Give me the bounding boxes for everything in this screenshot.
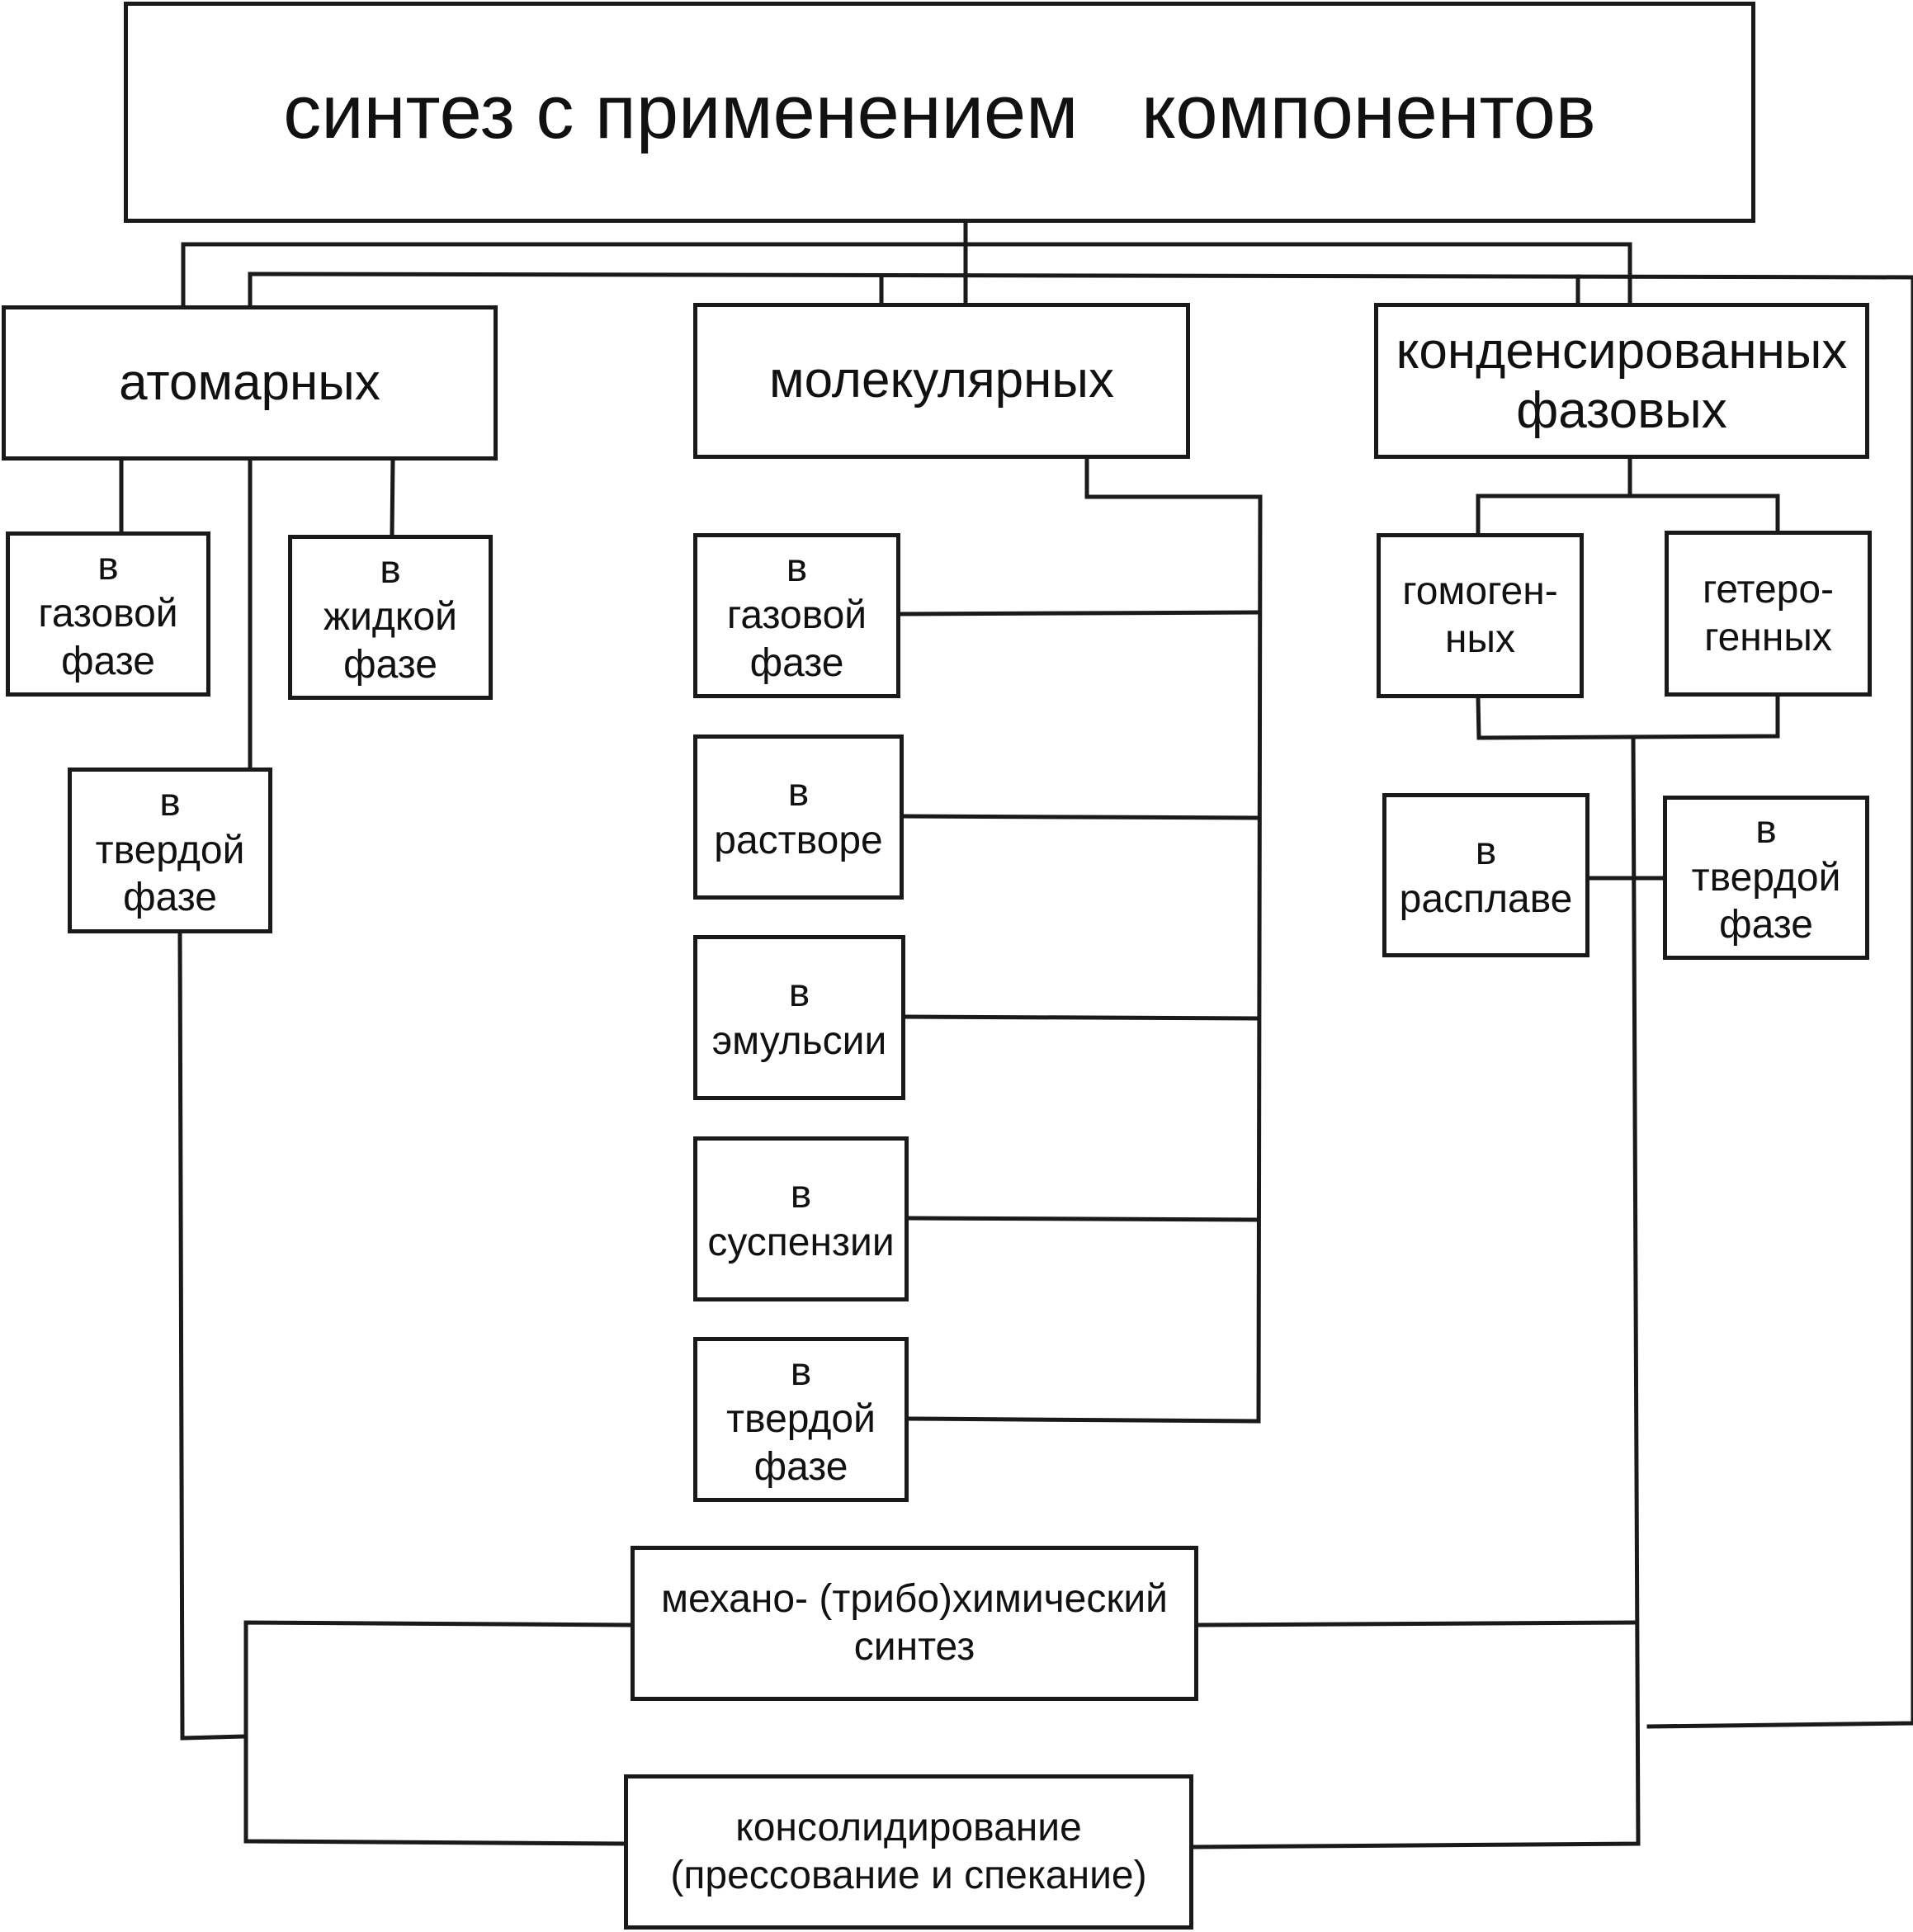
atomic-gas-line2: газовой xyxy=(38,592,178,636)
molecular-solution: в растворе xyxy=(693,735,904,900)
molecular-solid-phase: в твердой фазе xyxy=(693,1337,909,1502)
condensed-heterogeneous: гетеро- генных xyxy=(1665,531,1872,697)
mechano-line2: синтез xyxy=(853,1625,975,1669)
atomic-solid-phase: в твердой фазе xyxy=(68,768,272,933)
connector-mol-gas xyxy=(898,610,1261,616)
molecular-solution-line1: в xyxy=(787,771,810,815)
atomic-liquid-line3: фазе xyxy=(343,642,437,687)
molecular-emulsion-line1: в xyxy=(788,971,810,1016)
molecular-emulsion-line2: эмульсии xyxy=(711,1019,887,1063)
atomic-gas-line3: фазе xyxy=(61,639,155,683)
connector-outer-right xyxy=(1646,275,1913,1729)
connector-mol-emulsion xyxy=(903,1014,1261,1021)
condensed-heterogeneous-line2: генных xyxy=(1704,615,1832,659)
category-condensed-line1: конденсированных xyxy=(1396,323,1848,380)
atomic-gas-phase: в газовой фазе xyxy=(6,531,210,697)
mechano-chemical-synthesis: механо- (трибо)химический синтез xyxy=(631,1546,1198,1701)
atomic-liquid-phase: в жидкой фазе xyxy=(288,535,493,700)
atomic-liquid-line1: в xyxy=(380,547,401,592)
molecular-suspension: в суспензии xyxy=(693,1136,909,1301)
title-text: синтез с применением компонентов xyxy=(283,69,1596,154)
connector-condensed-trunk xyxy=(1192,735,1641,1849)
category-molecular: молекулярных xyxy=(693,303,1190,459)
atomic-solid-line2: твердой xyxy=(95,828,245,872)
category-molecular-label: молекулярных xyxy=(769,352,1114,409)
category-condensed-line2: фазовых xyxy=(1516,381,1727,439)
condensed-solid-line2: твердой xyxy=(1691,855,1841,900)
category-atomic: атомарных xyxy=(2,305,498,461)
molecular-suspension-line2: суспензии xyxy=(707,1221,895,1264)
molecular-solid-line2: твердой xyxy=(726,1397,876,1442)
condensed-solid-phase: в твердой фазе xyxy=(1663,796,1869,960)
molecular-emulsion: в эмульсии xyxy=(693,935,905,1100)
molecular-gas-line3: фазе xyxy=(749,640,844,685)
connector-condensed-mechano xyxy=(1196,1620,1637,1627)
connector-homo-hetero-join xyxy=(1476,695,1780,740)
molecular-gas-phase: в газовой фазе xyxy=(693,533,900,698)
connector-bus-lower xyxy=(248,272,1913,280)
consolidation-line2: (прессование и спекание) xyxy=(670,1854,1147,1897)
molecular-suspension-line1: в xyxy=(790,1173,812,1217)
connector-mol-solid xyxy=(906,1416,1261,1424)
condensed-homogeneous: гомоген- ных xyxy=(1377,533,1584,698)
connector-atomic-solid-down xyxy=(177,930,248,1741)
molecular-solid-line1: в xyxy=(790,1349,812,1394)
consolidation: консолидирование (прессование и спекание… xyxy=(624,1774,1193,1930)
connector-atomic-liquid xyxy=(390,457,395,537)
mechano-line1: механо- (трибо)химический xyxy=(661,1577,1168,1622)
connector-molecular-down xyxy=(1084,456,1263,1424)
molecular-gas-line2: газовой xyxy=(726,593,867,638)
atomic-solid-line3: фазе xyxy=(123,876,217,920)
title-box: синтез с применением компонентов xyxy=(124,2,1755,223)
atomic-gas-line1: в xyxy=(97,544,119,588)
atomic-liquid-line2: жидкой xyxy=(324,595,457,640)
condensed-melt-line2: расплаве xyxy=(1399,876,1573,921)
condensed-homogeneous-line1: гомоген- xyxy=(1402,569,1558,614)
molecular-solid-line3: фазе xyxy=(753,1444,848,1489)
connector-mol-solution xyxy=(901,814,1261,820)
category-condensed: конденсированных фазовых xyxy=(1374,303,1869,459)
consolidation-line1: консолидирование xyxy=(735,1806,1082,1850)
condensed-solid-line1: в xyxy=(1755,808,1777,853)
condensed-melt: в расплаве xyxy=(1382,793,1589,957)
condensed-solid-line3: фазе xyxy=(1719,903,1813,947)
atomic-solid-line1: в xyxy=(159,781,181,825)
condensed-heterogeneous-line1: гетеро- xyxy=(1702,567,1835,612)
category-atomic-label: атомарных xyxy=(119,353,380,411)
condensed-melt-line1: в xyxy=(1475,829,1497,873)
molecular-solution-line2: растворе xyxy=(714,819,883,862)
connector-left-loop xyxy=(243,1620,633,1846)
condensed-homogeneous-line2: ных xyxy=(1444,617,1515,661)
connector-mol-suspension xyxy=(906,1216,1261,1222)
molecular-gas-line1: в xyxy=(786,546,808,590)
